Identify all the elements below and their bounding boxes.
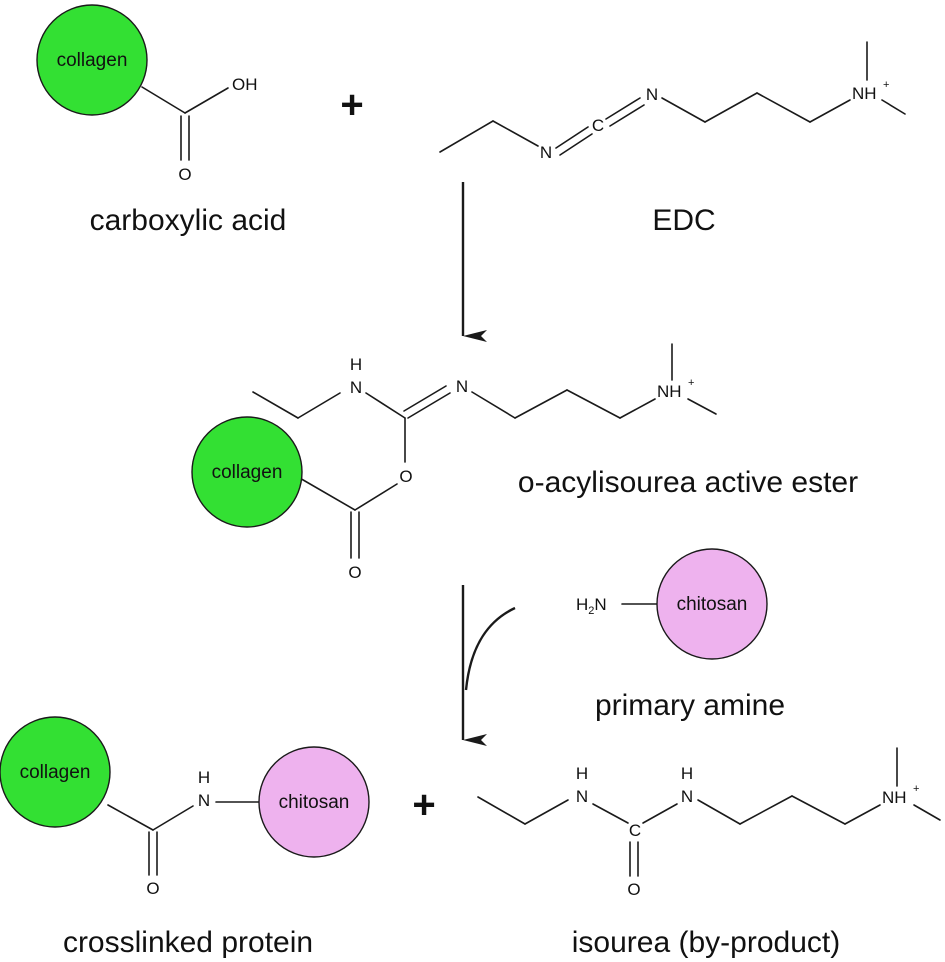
bond [492, 120, 539, 147]
collagen-label: collagen [212, 462, 283, 483]
bond [107, 804, 154, 831]
atom-nh: NH [852, 84, 877, 103]
bond [809, 99, 851, 123]
bond [184, 87, 229, 114]
atom-o: O [146, 879, 159, 898]
chitosan-circle [656, 548, 768, 660]
atom-o: O [178, 165, 191, 184]
atom-n: N [456, 377, 468, 396]
bond [555, 126, 589, 149]
atom-h: H [681, 764, 693, 783]
caption-crosslinked-protein: crosslinked protein [63, 926, 313, 959]
caption-active-ester: o-acylisourea active ester [518, 466, 858, 499]
bond [642, 803, 678, 824]
bond [252, 391, 299, 419]
atom-c: C [592, 116, 604, 135]
atom-o: O [348, 563, 361, 582]
collagen-label: collagen [57, 50, 128, 71]
atom-n: N [350, 378, 362, 397]
chitosan-label: chitosan [677, 594, 748, 615]
plus-sign-top: + [340, 83, 363, 127]
caption-primary-amine: primary amine [595, 689, 785, 722]
collagen-label: collagen [20, 762, 91, 783]
edc-structure: N C N NH + [439, 41, 906, 162]
atom-n: N [646, 85, 658, 104]
caption-isourea: isourea (by-product) [572, 926, 840, 959]
bond [365, 392, 406, 419]
subscript-2: 2 [588, 605, 594, 617]
atom-h: H [576, 764, 588, 783]
crosslinked-protein-structure: O H N collagen chitosan [0, 716, 370, 898]
bond [514, 389, 568, 419]
bond [407, 392, 451, 419]
bond [403, 385, 447, 412]
collagen-circle [191, 416, 303, 528]
atom-nh: NH [882, 788, 907, 807]
bond [619, 398, 656, 419]
atom-n: N [576, 787, 588, 806]
primary-amine-structure: H2N chitosan [576, 548, 768, 660]
amine-entry-curve [464, 606, 516, 691]
active-ester-structure: H N N NH + O O collagen [191, 343, 717, 582]
chitosan-label: chitosan [279, 792, 350, 813]
atom-o: O [399, 467, 412, 486]
charge-plus: + [913, 783, 919, 795]
bond [913, 804, 941, 821]
bond [471, 391, 516, 419]
atom-n: N [681, 787, 693, 806]
atom-oh: OH [232, 75, 258, 94]
plus-sign-bottom: + [412, 783, 435, 827]
atom-n: N [198, 791, 210, 810]
bond [141, 86, 186, 114]
collagen-circle [36, 4, 148, 116]
bond [605, 97, 641, 120]
atom-n-amine: N [594, 595, 606, 614]
caption-carboxylic-acid: carboxylic acid [90, 204, 287, 237]
atom-nh: NH [657, 382, 682, 401]
bond [297, 392, 341, 419]
bond [354, 483, 398, 511]
atom-h: H [350, 355, 362, 374]
bond [566, 389, 621, 419]
bond [739, 795, 793, 825]
bond [439, 120, 494, 153]
bond [609, 104, 645, 127]
atom-c: C [629, 821, 641, 840]
bond [704, 92, 758, 123]
bond [524, 799, 569, 825]
bond [661, 97, 706, 123]
bond [881, 99, 906, 115]
atom-o: O [627, 880, 640, 899]
bond [592, 803, 629, 824]
bond [697, 799, 741, 825]
bond [152, 805, 194, 831]
bond [844, 804, 881, 825]
bond [297, 476, 356, 511]
bond [756, 92, 811, 123]
caption-edc: EDC [652, 204, 715, 237]
collagen-circle [0, 716, 111, 828]
chitosan-circle [258, 746, 370, 858]
isourea-structure: H N C H N O NH + [477, 747, 941, 899]
charge-plus: + [883, 79, 889, 91]
bond [559, 133, 593, 156]
atom-h: H [198, 768, 210, 787]
carboxylic-acid-structure: collagen OH O [36, 4, 258, 184]
charge-plus: + [688, 377, 694, 389]
bond [477, 796, 526, 825]
bond [687, 398, 717, 415]
bond [791, 795, 846, 825]
atom-n: N [540, 143, 552, 162]
atom-h2: H2N [576, 595, 607, 617]
